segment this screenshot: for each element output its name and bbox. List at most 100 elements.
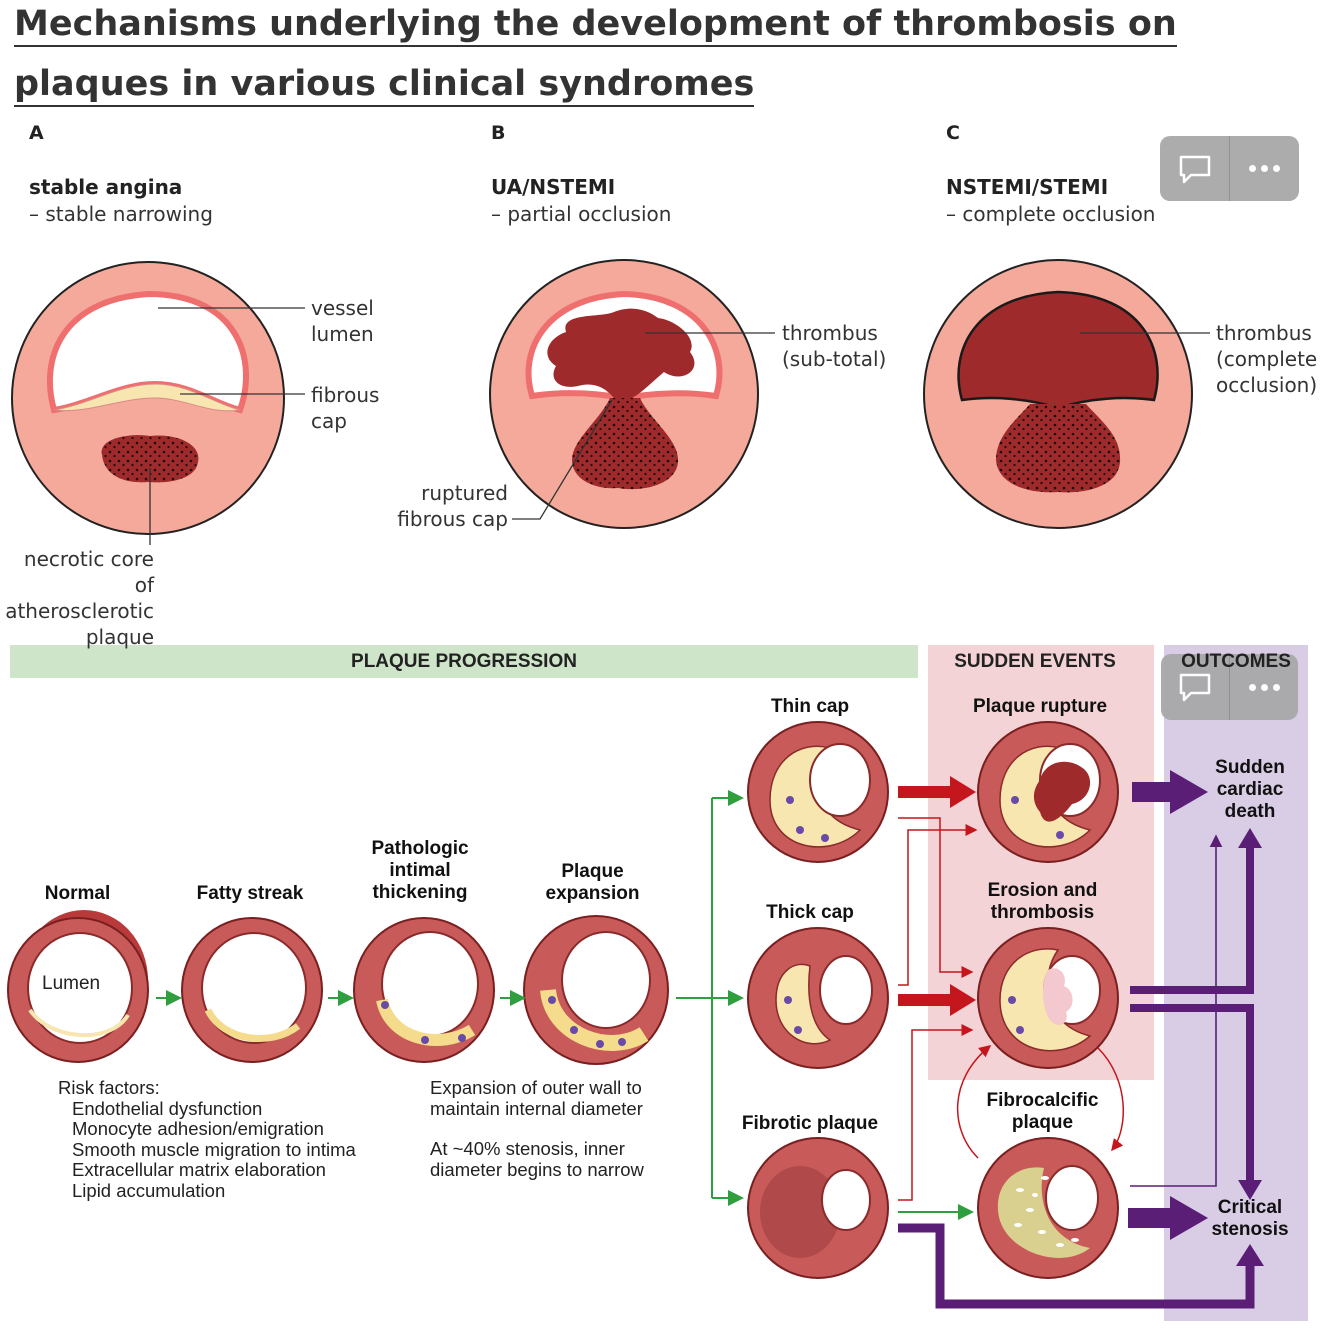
more-icon bbox=[1249, 165, 1280, 172]
outcome-arrows bbox=[898, 770, 1264, 1309]
expansion-note-2: At ~40% stenosis, inner diameter begins … bbox=[430, 1138, 644, 1180]
label-necrotic-3: plaque bbox=[85, 625, 154, 649]
stage-plaque-expansion: Plaque expansion bbox=[530, 861, 655, 905]
progression-band bbox=[10, 645, 918, 678]
vessel-erosion-thrombosis bbox=[977, 927, 1119, 1069]
label-sub-total: (sub-total) bbox=[782, 347, 887, 371]
outcome-scd-1: Sudden bbox=[1215, 757, 1285, 778]
vessel-stable-angina bbox=[11, 261, 305, 545]
expansion-note-1-line-1: Expansion of outer wall to bbox=[430, 1077, 642, 1098]
comment-button-2[interactable] bbox=[1161, 654, 1229, 720]
band-outcomes: OUTCOMES bbox=[1181, 650, 1291, 672]
outcome-stenosis-2: stenosis bbox=[1211, 1219, 1289, 1240]
stage-thick-cap: Thick cap bbox=[766, 902, 854, 923]
risk-heading: Risk factors: bbox=[58, 1077, 160, 1098]
stage-pit-1: Pathologic bbox=[371, 838, 469, 859]
label-lumen: lumen bbox=[311, 322, 374, 346]
image-actions-bottom bbox=[1161, 654, 1298, 720]
label-fibrous-cap: fibrous cap bbox=[311, 382, 379, 434]
stage-expansion-2: expansion bbox=[545, 883, 640, 904]
label-thrombus-c: thrombus bbox=[1216, 321, 1312, 345]
syndrome-a-subtitle: – stable narrowing bbox=[29, 202, 213, 226]
vessel-fatty-streak bbox=[181, 917, 323, 1063]
more-button-2[interactable] bbox=[1229, 654, 1298, 720]
more-button[interactable] bbox=[1229, 136, 1299, 201]
panel-letter-a: A bbox=[29, 122, 44, 144]
label-vessel-lumen: vessel lumen bbox=[311, 295, 374, 347]
outcome-scd-3: death bbox=[1224, 801, 1276, 822]
label-thrombus-complete: thrombus (complete occlusion) bbox=[1216, 320, 1317, 398]
band-plaque-progression: PLAQUE PROGRESSION bbox=[351, 650, 577, 672]
risk-item: Lipid accumulation bbox=[72, 1179, 226, 1201]
expansion-note-1: Expansion of outer wall to maintain inte… bbox=[430, 1077, 643, 1119]
syndrome-b-name: UA/NSTEMI bbox=[491, 175, 616, 199]
label-ruptured: ruptured bbox=[421, 481, 508, 505]
stage-erosion-1: Erosion and bbox=[987, 880, 1098, 901]
stage-erosion-thrombosis: Erosion and thrombosis bbox=[965, 880, 1120, 924]
stage-plaque-rupture: Plaque rupture bbox=[972, 696, 1108, 717]
outcome-scd-2: cardiac bbox=[1216, 779, 1284, 800]
label-necrotic-core: necrotic core of atherosclerotic plaque bbox=[4, 546, 154, 650]
label-ruptured-fibrous-cap: fibrous cap bbox=[397, 507, 508, 531]
syndrome-a-name: stable angina bbox=[29, 175, 183, 199]
expansion-note-2-line-1: At ~40% stenosis, inner bbox=[430, 1138, 625, 1159]
band-sudden-events: SUDDEN EVENTS bbox=[954, 650, 1116, 672]
label-necrotic-1: necrotic core of bbox=[23, 547, 154, 597]
risk-item: Smooth muscle migration to intima bbox=[72, 1138, 356, 1160]
syndrome-b-subtitle: – partial occlusion bbox=[491, 202, 672, 226]
page-title: Mechanisms underlying the development of… bbox=[14, 0, 1314, 114]
vessel-partial-occlusion bbox=[489, 259, 775, 529]
label-complete: (complete bbox=[1216, 347, 1318, 371]
risk-item: Monocyte adhesion/emigration bbox=[72, 1118, 324, 1139]
vessel-fibrotic-plaque bbox=[747, 1137, 889, 1279]
image-actions-top bbox=[1160, 136, 1299, 201]
expansion-note-2-line-2: diameter begins to narrow bbox=[430, 1158, 644, 1180]
label-occlusion: occlusion) bbox=[1216, 373, 1318, 397]
outcome-stenosis-1: Critical bbox=[1217, 1197, 1283, 1218]
label-fibrous: fibrous bbox=[311, 383, 380, 407]
outcome-critical-stenosis: Critical stenosis bbox=[1190, 1197, 1310, 1241]
vessel-thin-cap bbox=[747, 721, 889, 863]
progression-arrows bbox=[156, 790, 974, 1220]
risk-factors: Risk factors: Endothelial dysfunction Mo… bbox=[58, 1077, 356, 1201]
syndrome-c: NSTEMI/STEMI – complete occlusion bbox=[946, 174, 1155, 228]
vessel-thick-cap bbox=[747, 927, 889, 1069]
stage-pit-2: intimal bbox=[389, 860, 451, 881]
label-thrombus: thrombus bbox=[782, 321, 878, 345]
risk-item: Endothelial dysfunction bbox=[72, 1097, 263, 1119]
syndrome-a: stable angina – stable narrowing bbox=[29, 174, 213, 228]
stage-expansion-1: Plaque bbox=[561, 861, 624, 882]
syndrome-c-name: NSTEMI/STEMI bbox=[946, 175, 1109, 199]
stage-pathologic-intimal-thickening: Pathologic intimal thickening bbox=[350, 838, 490, 904]
label-cap: cap bbox=[311, 409, 347, 433]
comment-icon bbox=[1179, 155, 1210, 183]
vessel-fibrocalcific bbox=[977, 1137, 1119, 1279]
syndrome-b: UA/NSTEMI – partial occlusion bbox=[491, 174, 671, 228]
stage-fibrotic-plaque: Fibrotic plaque bbox=[741, 1113, 879, 1134]
stage-normal: Normal bbox=[44, 883, 111, 904]
expansion-note-1-line-2: maintain internal diameter bbox=[430, 1097, 643, 1119]
vessel-plaque-expansion bbox=[523, 915, 669, 1065]
stage-fibrocalcific-1: Fibrocalcific bbox=[986, 1090, 1099, 1111]
label-vessel: vessel bbox=[311, 296, 374, 320]
stage-fibrocalcific-plaque: Fibrocalcific plaque bbox=[965, 1090, 1120, 1134]
vessel-normal bbox=[7, 910, 149, 1063]
vessel-complete-occlusion bbox=[923, 259, 1210, 529]
stage-fatty-streak: Fatty streak bbox=[196, 883, 304, 904]
label-ruptured-cap: ruptured fibrous cap bbox=[390, 480, 508, 532]
lumen-label: Lumen bbox=[42, 973, 101, 994]
stage-pit-3: thickening bbox=[372, 882, 468, 903]
label-thrombus-subtotal: thrombus (sub-total) bbox=[782, 320, 886, 372]
comment-button[interactable] bbox=[1160, 136, 1229, 201]
stage-erosion-2: thrombosis bbox=[990, 902, 1095, 923]
event-arrows bbox=[898, 776, 1125, 1201]
stage-fibrocalcific-2: plaque bbox=[1011, 1112, 1074, 1133]
label-necrotic-2: atherosclerotic bbox=[5, 599, 154, 623]
panel-letter-c: C bbox=[946, 122, 960, 144]
syndrome-c-subtitle: – complete occlusion bbox=[946, 202, 1156, 226]
comment-icon bbox=[1179, 673, 1211, 702]
more-icon bbox=[1248, 683, 1280, 691]
vessel-plaque-rupture bbox=[977, 721, 1119, 863]
vessel-pathologic-intimal-thickening bbox=[353, 917, 495, 1063]
